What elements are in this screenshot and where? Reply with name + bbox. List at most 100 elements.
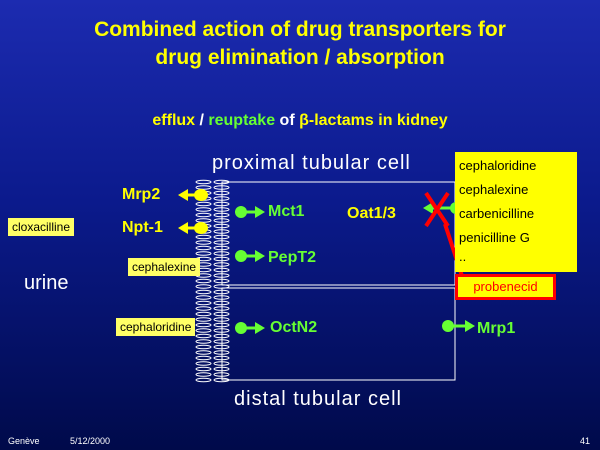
membrane-lipid (213, 179, 230, 185)
membrane-lipid (195, 218, 212, 223)
membrane-lipid (195, 179, 212, 185)
subtitle-reuptake: reuptake (208, 112, 276, 129)
membrane-lipid (213, 344, 230, 350)
membrane-lipid (195, 311, 212, 317)
footer-location: Genève (8, 436, 40, 446)
membrane-lipid (195, 333, 212, 339)
membrane-lipid (213, 185, 230, 190)
cephaloridine-box: cephaloridine (116, 318, 196, 336)
mrp2-label: Mrp2 (122, 186, 161, 203)
mrp1-arrow (442, 320, 475, 332)
slide-subtitle: efflux / reuptake of β-lactams in kidney (0, 112, 600, 130)
membrane-lipid (195, 372, 212, 377)
membrane-lipid (195, 295, 212, 300)
membrane-lipid (213, 322, 230, 328)
membrane-lipid (213, 372, 230, 377)
membrane-lipid (213, 262, 230, 267)
proximal-cell-label: proximal tubular cell (212, 152, 411, 174)
distal-cell-label: distal tubular cell (234, 388, 402, 410)
membrane-lipid (213, 245, 230, 251)
membrane-lipid (213, 317, 230, 322)
membrane-lipid (213, 361, 230, 366)
membrane-lipid (213, 306, 230, 311)
membrane-lipid (213, 333, 230, 339)
drug-list-item: cephalexine (459, 182, 529, 197)
footer-date: 5/12/2000 (70, 436, 111, 446)
membrane-lipid (195, 306, 212, 311)
membrane-lipid (213, 267, 230, 273)
membrane-lipid (195, 251, 212, 256)
membrane-lipid (195, 344, 212, 350)
membrane-lipid (195, 234, 212, 240)
membrane-lipid (195, 350, 212, 355)
membrane-lipid (195, 245, 212, 251)
urine-label: urine (24, 272, 69, 294)
mct1-reuptake-arrow (235, 206, 265, 218)
membrane-lipid (213, 207, 230, 212)
membrane-lipid (213, 201, 230, 207)
npt1-label: Npt-1 (122, 219, 163, 236)
membrane-lipid (195, 240, 212, 245)
subtitle-efflux: efflux (152, 112, 196, 129)
membrane-lipid (213, 218, 230, 223)
slide-title: Combined action of drug transporters for… (0, 16, 600, 72)
membrane-lipid (195, 278, 212, 284)
membrane-lipid (213, 251, 230, 256)
membrane-lipid (195, 322, 212, 328)
pept2-reuptake-arrow (235, 250, 265, 262)
membrane-lipid (195, 201, 212, 207)
oat13-label: Oat1/3 (347, 205, 396, 222)
mrp2-efflux-arrow (178, 189, 208, 201)
cephalexine-box: cephalexine (128, 258, 201, 276)
mct1-label: Mct1 (268, 203, 305, 220)
octn2-label: OctN2 (270, 319, 318, 336)
membrane-lipid (195, 339, 212, 344)
footer-page-number: 41 (580, 436, 591, 446)
npt1-efflux-arrow (178, 222, 208, 234)
membrane-lipid (195, 317, 212, 322)
membrane-lipid (213, 328, 230, 333)
membrane-lipid (195, 284, 212, 289)
membrane-lipid (213, 273, 230, 278)
subtitle-beta-lactams: β-lactams in kidney (299, 112, 448, 129)
membrane-lipid (213, 377, 230, 383)
membrane-lipid (213, 284, 230, 289)
membrane-lipid (213, 289, 230, 295)
mrp1-label: Mrp1 (477, 320, 516, 337)
membrane-lipid (213, 311, 230, 317)
inhibition-x-icon (424, 191, 450, 228)
membrane-lipid (213, 355, 230, 361)
membrane-lipid (195, 361, 212, 366)
drug-list-box: cephaloridine cephalexine carbenicilline… (455, 152, 577, 272)
probenecid-box: probenecid (455, 274, 556, 300)
membrane-lipid (195, 207, 212, 212)
title-line-2: drug elimination / absorption (155, 46, 445, 69)
membrane-lipid (213, 339, 230, 344)
membrane-lipid (213, 240, 230, 245)
subtitle-of: of (275, 112, 300, 129)
membrane-lipid (213, 190, 230, 196)
drug-list-item: cephaloridine (459, 158, 537, 173)
membrane-bilayer (195, 179, 230, 383)
membrane-lipid (195, 355, 212, 361)
membrane-lipid (213, 196, 230, 201)
pept2-label: PepT2 (268, 249, 317, 266)
membrane-lipid (213, 300, 230, 306)
octn2-reuptake-arrow (235, 322, 265, 334)
membrane-lipid (195, 377, 212, 383)
title-line-1: Combined action of drug transporters for (94, 18, 506, 41)
drug-list-item: penicilline G (459, 230, 530, 245)
membrane-lipid (213, 295, 230, 300)
proximal-cell-outline (221, 181, 456, 286)
membrane-lipid (195, 289, 212, 295)
distal-cell-outline (221, 287, 456, 381)
membrane-lipid (213, 256, 230, 262)
membrane-lipid (195, 328, 212, 333)
membrane-lipid (213, 212, 230, 218)
membrane-lipid (213, 278, 230, 284)
membrane-lipid (213, 223, 230, 229)
membrane-lipid (195, 366, 212, 372)
membrane-lipid (213, 229, 230, 234)
membrane-lipid (195, 212, 212, 218)
